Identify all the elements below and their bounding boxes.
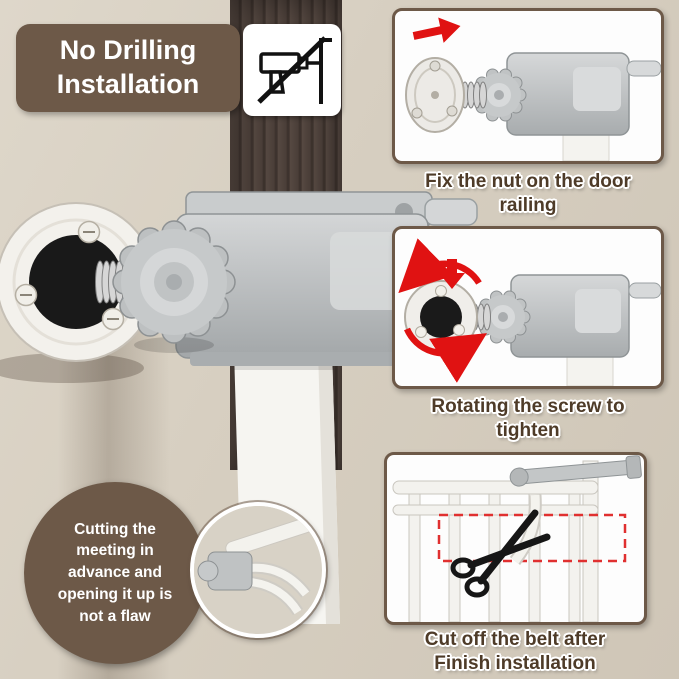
step3-panel (384, 452, 647, 625)
step1-panel (392, 8, 664, 164)
no-drill-glyph (257, 36, 332, 104)
note-text: Cutting the meeting in advance and openi… (57, 520, 173, 625)
step1-illustration (405, 17, 661, 161)
inset-straps (249, 561, 311, 616)
step2-panel (392, 226, 664, 389)
note-bubble: Cutting the meeting in advance and openi… (24, 482, 206, 664)
step3-illustration (392, 455, 642, 622)
inset-illustration (194, 506, 314, 626)
disc-screws (14, 220, 125, 331)
rotate-arrows-icon (398, 238, 488, 383)
tension-rod (509, 455, 642, 487)
tightening-knob (112, 220, 236, 353)
red-arrow-right-icon (412, 17, 461, 43)
mini-disc (405, 57, 465, 133)
step3-label: Cut off the belt after Finish installati… (424, 629, 606, 674)
scissors-icon (450, 509, 551, 598)
step2-illustration (398, 238, 661, 386)
wall-mount-disc (0, 202, 156, 383)
no-drilling-badge: No Drilling Installation (16, 24, 240, 112)
belt-strap (509, 494, 542, 565)
no-drill-icon (243, 24, 341, 116)
step2-label: Rotating the screw to tighten (431, 396, 625, 441)
step1-label: Fix the nut on the door railing (425, 171, 631, 216)
inset-photo (190, 502, 326, 638)
badge-text: No Drilling Installation (56, 35, 200, 99)
